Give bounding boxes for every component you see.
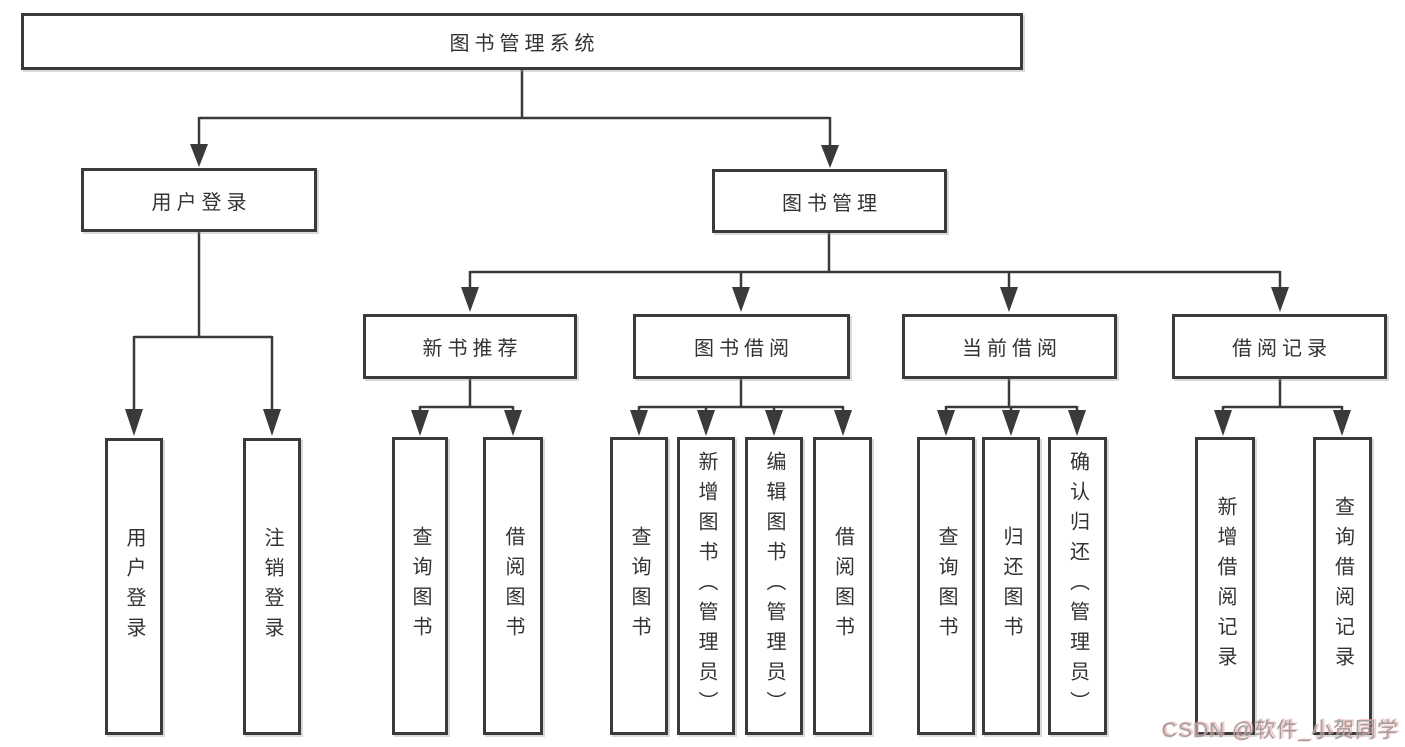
node-label: 用户登录 <box>123 526 145 647</box>
node-label: 查询图书 <box>935 526 957 646</box>
node-leaf-user-login: 用户登录 <box>105 438 163 735</box>
node-label: 归还图书 <box>1000 526 1022 646</box>
node-leaf-add-books-admin: 新增图书（管理员） <box>677 437 735 735</box>
node-leaf-edit-books-admin: 编辑图书（管理员） <box>745 437 803 735</box>
node-label: 图书管理系统 <box>449 33 600 55</box>
node-label: 用户登录 <box>151 191 252 214</box>
node-label: 图书借阅 <box>694 338 794 360</box>
node-leaf-return-books: 归还图书 <box>982 437 1040 735</box>
node-label: 查询图书 <box>628 526 650 646</box>
node-leaf-borrow-books: 借阅图书 <box>813 437 872 735</box>
node-label: 新书推荐 <box>422 338 523 360</box>
node-leaf-add-borrow-record: 新增借阅记录 <box>1195 437 1255 735</box>
node-borrowing-records: 借阅记录 <box>1172 314 1387 379</box>
node-user-login: 用户登录 <box>81 168 317 232</box>
node-leaf-confirm-return-admin: 确认归还（管理员） <box>1048 437 1107 735</box>
node-leaf-query-books: 查询图书 <box>392 437 448 735</box>
node-label: 借阅记录 <box>1232 338 1332 360</box>
node-new-book-recommendation: 新书推荐 <box>363 314 577 379</box>
node-book-borrowing: 图书借阅 <box>633 314 850 379</box>
node-label: 新增借阅记录 <box>1214 496 1236 676</box>
node-label: 图书管理 <box>782 192 882 215</box>
node-label: 确认归还（管理员） <box>1066 451 1089 721</box>
node-leaf-query-books: 查询图书 <box>917 437 975 735</box>
node-label: 查询图书 <box>409 526 431 646</box>
node-current-borrowing: 当前借阅 <box>902 314 1117 379</box>
node-label: 编辑图书（管理员） <box>763 451 785 721</box>
node-label: 借阅图书 <box>502 526 524 646</box>
node-label: 当前借阅 <box>962 338 1062 360</box>
node-label: 新增图书（管理员） <box>695 451 717 721</box>
node-label: 借阅图书 <box>831 526 854 646</box>
node-book-management: 图书管理 <box>712 169 947 233</box>
node-label: 查询借阅记录 <box>1331 496 1354 676</box>
node-leaf-borrow-books: 借阅图书 <box>483 437 543 735</box>
node-library-management-system: 图书管理系统 <box>21 13 1023 70</box>
csdn-watermark: CSDN @软件_小贺同学 <box>1161 719 1399 742</box>
node-label: 注销登录 <box>261 526 283 647</box>
node-leaf-query-books: 查询图书 <box>610 437 668 735</box>
node-leaf-logout: 注销登录 <box>243 438 301 735</box>
node-leaf-query-borrow-record: 查询借阅记录 <box>1313 437 1372 735</box>
